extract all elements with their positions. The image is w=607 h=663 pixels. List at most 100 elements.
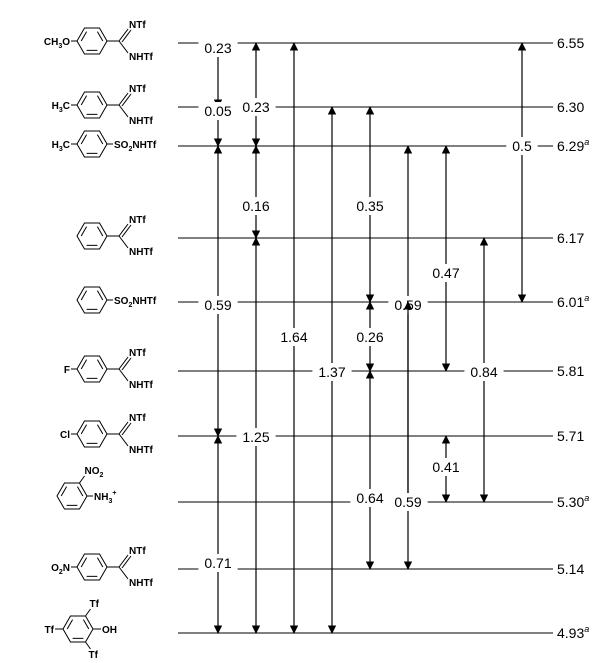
difference-label-background: [274, 328, 314, 346]
difference-label-background: [464, 363, 504, 381]
structure-text: NH3+: [94, 490, 116, 505]
substituent-label: O2N: [51, 563, 70, 576]
difference-arrow: 0.59: [388, 301, 428, 511]
structure-text: NO2: [85, 466, 104, 479]
difference-label: 0.23: [242, 99, 269, 115]
level-value: 5.81: [557, 363, 584, 379]
difference-arrow: 0.35: [350, 106, 390, 303]
substituent-label: CH3O: [44, 37, 70, 50]
difference-arrow: 1.64: [274, 42, 314, 634]
difference-label-background: [388, 493, 428, 511]
level-value: 6.30: [557, 99, 584, 115]
structure-text: Tf: [45, 625, 55, 636]
compound-structure: SO2NHTf: [76, 286, 157, 314]
difference-arrow: 1.37: [312, 106, 352, 634]
difference-label-background: [198, 39, 238, 57]
structure-text: NTf: [129, 20, 146, 31]
difference-label-background: [506, 137, 538, 155]
structure-text: OH: [102, 625, 117, 636]
structure-text: NHTf: [129, 52, 154, 63]
difference-label-background: [198, 102, 238, 120]
substituent-label: F: [64, 365, 70, 376]
structure-text: NHTf: [129, 445, 154, 456]
difference-arrow: 0.05: [198, 102, 238, 147]
difference-label-background: [426, 264, 466, 282]
difference-label-background: [236, 428, 276, 446]
difference-label-background: [350, 328, 390, 346]
difference-arrow: 0.23: [236, 42, 276, 147]
level-value: 5.71: [557, 428, 584, 444]
structure-text: SO2NHTf: [114, 296, 157, 309]
difference-label-background: [236, 197, 276, 215]
difference-arrow: 0.59: [198, 145, 238, 437]
difference-label: 0.59: [394, 494, 421, 510]
difference-label: 0.47: [432, 265, 459, 281]
difference-arrow: 0.47: [426, 145, 466, 372]
level-value: 6.01a: [557, 293, 589, 310]
difference-label-background: [350, 489, 390, 507]
structure-text: NTf: [129, 215, 146, 226]
difference-label: 0.84: [470, 364, 497, 380]
difference-label-background: [198, 554, 238, 572]
difference-label: 0.71: [204, 555, 231, 571]
structure-text: SO2NHTf: [114, 140, 157, 153]
level-value: 5.14: [557, 561, 584, 577]
difference-label-background: [350, 197, 390, 215]
structure-text: NHTf: [129, 380, 154, 391]
difference-label: 0.05: [204, 103, 231, 119]
structure-text: NTf: [129, 546, 146, 557]
difference-arrow: 0.26: [350, 301, 390, 372]
substituent-label: H3C: [52, 140, 70, 153]
difference-label-background: [312, 363, 352, 381]
structure-text: NTf: [129, 348, 146, 359]
structure-text: NTf: [129, 413, 146, 424]
difference-label: 0.64: [356, 490, 383, 506]
compound-structure: H3C SO2NHTf: [52, 130, 157, 158]
difference-label: 0.59: [204, 297, 231, 313]
difference-arrow: 0.5: [506, 42, 538, 303]
structure-text: Tf: [89, 650, 99, 661]
difference-label: 1.64: [280, 329, 307, 345]
difference-label: 0.41: [432, 459, 459, 475]
level-value: 6.17: [557, 230, 584, 246]
difference-label: 0.23: [204, 40, 231, 56]
difference-arrow: 0.16: [236, 145, 276, 239]
level-value: 4.93a: [557, 624, 589, 641]
difference-label: 1.37: [318, 364, 345, 380]
difference-arrows: 0.23 0.05 0.59 0.71 0.23 0.16 1.25 1.64 1.37 0.35…: [198, 39, 538, 634]
level-values: 6.55 6.30 6.29a 6.17 6.01a 5.81 5.71 5.30a 5.14 4…: [557, 35, 589, 641]
substituent-label: H3C: [52, 101, 70, 114]
level-value: 5.30a: [557, 493, 589, 510]
structure-text: NHTf: [129, 247, 154, 258]
structure-text: Tf: [90, 599, 100, 610]
difference-arrow: 0.23: [198, 39, 238, 108]
difference-arrow: 0.84: [464, 237, 504, 503]
level-value: 6.29a: [557, 137, 589, 154]
structure-text: NHTf: [129, 578, 154, 589]
difference-arrow: 1.25: [236, 237, 276, 634]
structure-text: NHTf: [129, 116, 154, 127]
difference-label-background: [236, 98, 276, 116]
difference-arrow: 0.71: [198, 435, 238, 634]
difference-label: 0.26: [356, 329, 383, 345]
structure-text: NTf: [129, 84, 146, 95]
difference-label: 0.16: [242, 198, 269, 214]
substituent-label: Cl: [60, 430, 70, 441]
difference-arrow: 0.64: [350, 370, 390, 570]
difference-label-background: [198, 296, 238, 314]
difference-arrow: 0.41: [426, 435, 466, 503]
difference-label: 0.35: [356, 198, 383, 214]
difference-label: 1.25: [242, 429, 269, 445]
difference-label: 0.5: [512, 138, 532, 154]
level-value: 6.55: [557, 35, 584, 51]
